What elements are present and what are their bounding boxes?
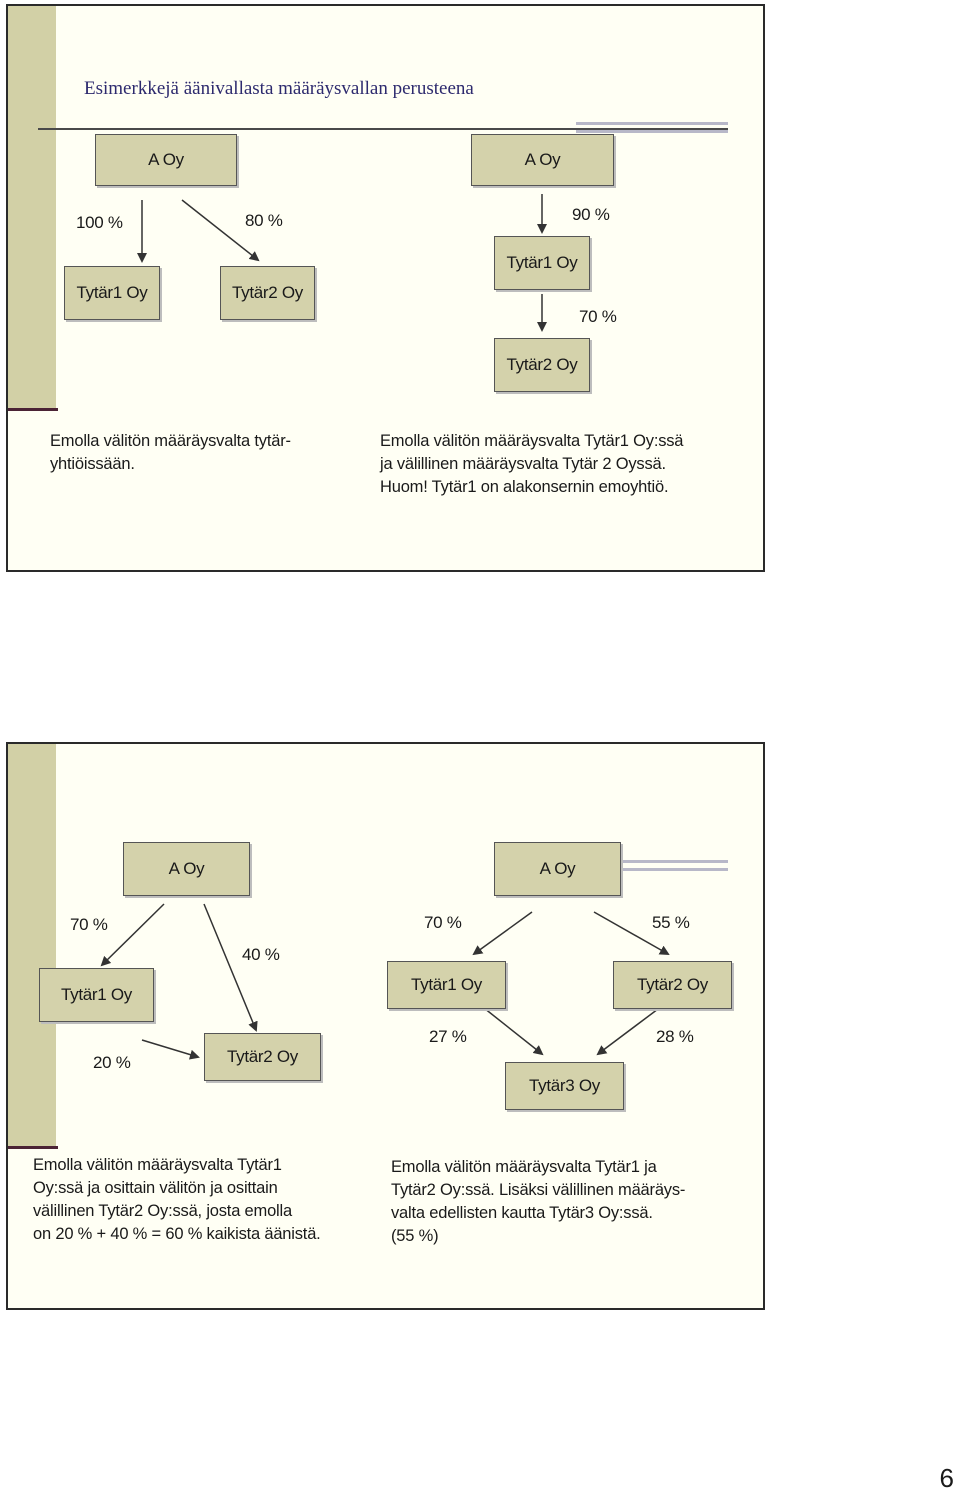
- slide-2: A Oy Tytär1 Oy Tytär2 Oy 70 % 40 % 20 % …: [6, 742, 765, 1310]
- slide-1: Esimerkkejä äänivallasta määräysvallan p…: [6, 4, 765, 572]
- s1-right-parent-box: A Oy: [471, 134, 614, 186]
- s1-right-pct2: 70 %: [579, 307, 617, 326]
- s1-left-pct1: 100 %: [76, 213, 123, 232]
- slide-1-strip-tick: [8, 408, 58, 411]
- s1-right-pct1: 90 %: [572, 205, 610, 224]
- s1-left-note: Emolla välitön määräysvalta tytär- yhtiö…: [50, 432, 291, 473]
- slide-1-side-strip: [8, 6, 56, 410]
- s2-right-pct-parent-child1: 70 %: [424, 913, 462, 932]
- slide-1-title-rule: [38, 128, 728, 130]
- arrow-s2l-parent-child2: [203, 903, 258, 1032]
- slide-1-arrows: [137, 194, 547, 332]
- s2-right-pct-child2-child3: 28 %: [656, 1027, 694, 1046]
- s2-left-pct-parent-child2: 40 %: [242, 945, 280, 964]
- s1-left-parent-box: A Oy: [95, 134, 237, 186]
- arrow-s2r-child2-child3: [596, 1005, 663, 1056]
- arrow-left-parent-child2: [181, 199, 260, 262]
- s2-right-parent-box: A Oy: [494, 842, 621, 896]
- s2-left-parent-box: A Oy: [123, 842, 250, 896]
- slide-2-side-strip: [8, 744, 56, 1148]
- s2-right-child2-box: Tytär2 Oy: [613, 961, 732, 1009]
- slide-1-accent-band-2: [576, 130, 728, 133]
- s1-right-child2-box: Tytär2 Oy: [494, 338, 590, 392]
- s1-left-child2-box: Tytär2 Oy: [220, 266, 315, 320]
- slide-2-arrows: [100, 903, 670, 1060]
- arrow-s2r-child1-child3: [483, 1007, 544, 1056]
- slide-1-title: Esimerkkejä äänivallasta määräysvallan p…: [84, 78, 474, 99]
- s1-left-child1-box: Tytär1 Oy: [64, 266, 160, 320]
- slide-2-strip-tick: [8, 1146, 58, 1149]
- s2-right-note: Emolla välitön määräysvalta Tytär1 ja Ty…: [391, 1158, 686, 1245]
- s2-left-pct-parent-child1: 70 %: [70, 915, 108, 934]
- page-number: 6: [939, 1463, 954, 1493]
- arrow-s2l-child1-child2: [141, 1039, 200, 1060]
- s1-right-note: Emolla välitön määräysvalta Tytär1 Oy:ss…: [380, 432, 684, 496]
- s2-right-child1-box: Tytär1 Oy: [387, 961, 506, 1009]
- arrow-s2r-parent-child1: [472, 911, 533, 956]
- s2-left-child2-box: Tytär2 Oy: [204, 1033, 321, 1081]
- s2-right-child3-box: Tytär3 Oy: [505, 1062, 624, 1110]
- slide-1-accent-band: [576, 122, 728, 125]
- arrow-s2r-parent-child2: [593, 911, 670, 955]
- arrow-s2l-parent-child1: [100, 903, 165, 967]
- s2-left-child1-box: Tytär1 Oy: [39, 968, 154, 1022]
- s2-right-pct-child1-child3: 27 %: [429, 1027, 467, 1046]
- s2-left-pct-child1-child2: 20 %: [93, 1053, 131, 1072]
- slide-2-accent-band: [576, 860, 728, 863]
- s1-right-child1-box: Tytär1 Oy: [494, 236, 590, 290]
- s2-right-pct-parent-child2: 55 %: [652, 913, 690, 932]
- slide-2-accent-band-2: [576, 868, 728, 871]
- s2-left-note: Emolla välitön määräysvalta Tytär1 Oy:ss…: [33, 1156, 321, 1243]
- s1-left-pct2: 80 %: [245, 211, 283, 230]
